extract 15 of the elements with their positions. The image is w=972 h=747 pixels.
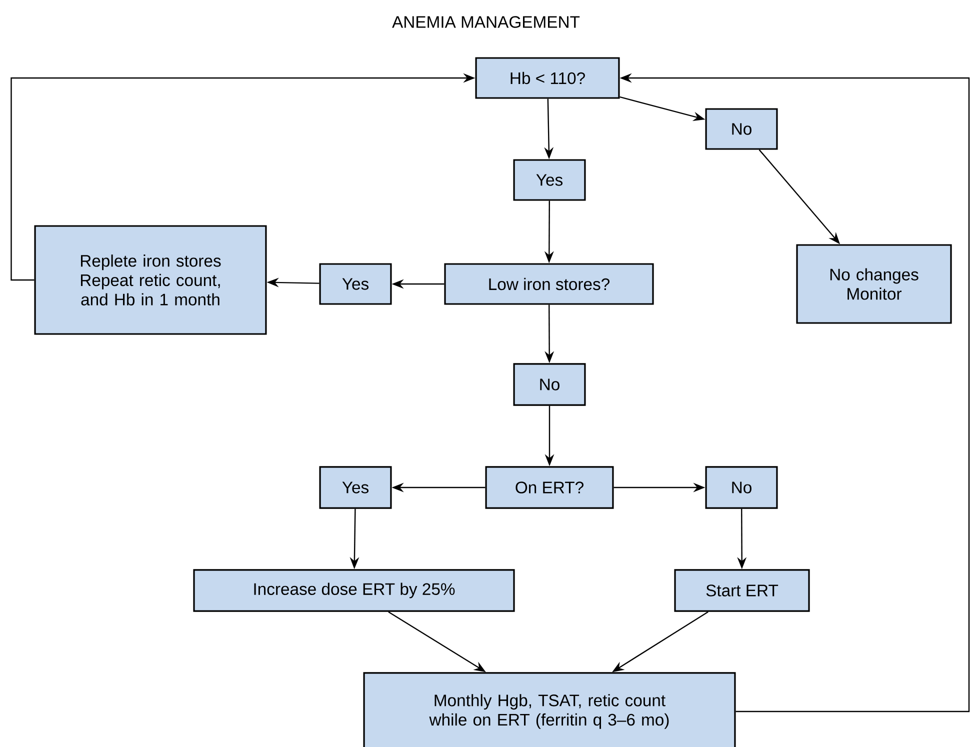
action-box: Start ERT bbox=[674, 569, 810, 612]
action-box: Increase dose ERT by 25% bbox=[193, 569, 515, 612]
answer-box: No bbox=[513, 363, 586, 406]
answer-box: No bbox=[705, 108, 778, 150]
action-box: No changes Monitor bbox=[796, 244, 952, 324]
decision-box: Low iron stores? bbox=[444, 263, 654, 305]
action-box: Monthly Hgb, TSAT, retic count while on ERT (ferritin q 3–6 mo) bbox=[363, 672, 736, 747]
title: ANEMIA MANAGEMENT bbox=[392, 16, 580, 28]
answer-box: Yes bbox=[319, 466, 392, 509]
action-box: Replete iron stores Repeat retic count, and Hb in 1 month bbox=[34, 225, 267, 335]
answer-box: Yes bbox=[513, 159, 586, 201]
answer-box: No bbox=[705, 466, 778, 509]
answer-box: Yes bbox=[319, 263, 392, 305]
decision-box: Hb < 110? bbox=[475, 57, 620, 99]
decision-box: On ERT? bbox=[485, 466, 614, 509]
